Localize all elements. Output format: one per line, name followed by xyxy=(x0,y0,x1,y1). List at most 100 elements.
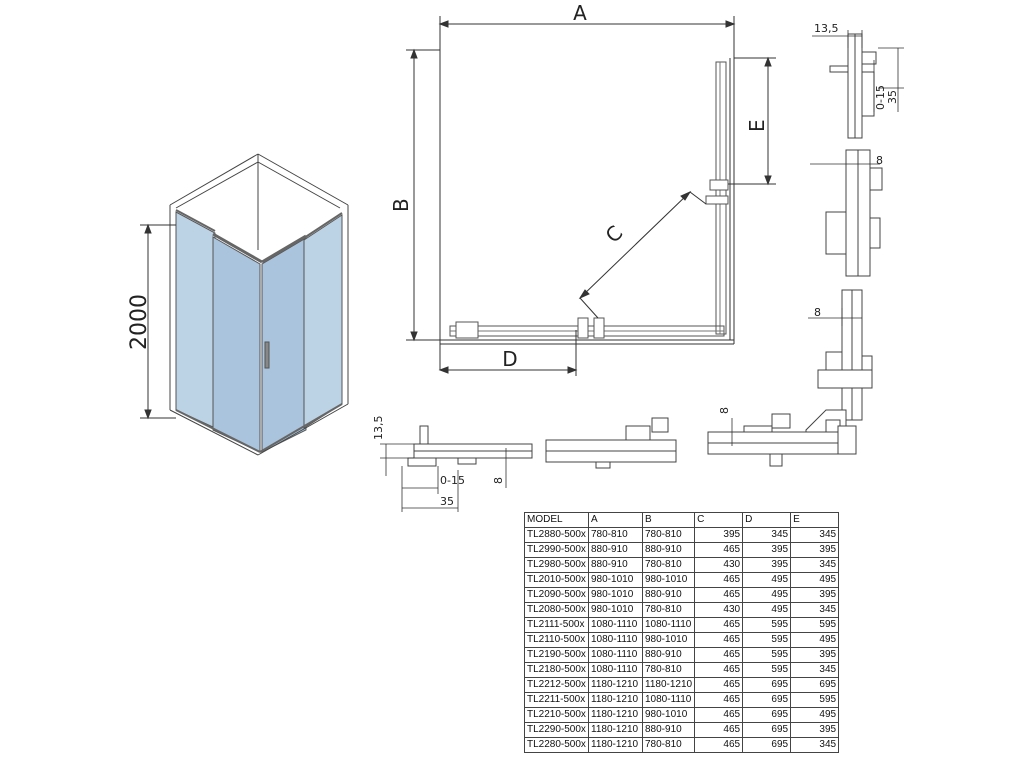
cell-c: 430 xyxy=(694,557,744,573)
cell-b: 780-810 xyxy=(641,602,696,618)
cell-b: 980-1010 xyxy=(641,632,696,648)
cell-e: 345 xyxy=(790,662,840,678)
left-glass-panel xyxy=(175,211,216,429)
cell-c: 465 xyxy=(694,587,744,603)
cell-e: 395 xyxy=(790,587,840,603)
cell-a: 880-910 xyxy=(588,557,643,573)
right-profile-depth-label: 35 xyxy=(886,90,899,104)
cell-b: 980-1010 xyxy=(641,707,696,723)
cell-a: 1080-1110 xyxy=(588,632,643,648)
header-b: B xyxy=(641,512,696,528)
cell-model: TL2180-500x xyxy=(524,662,589,678)
cell-b: 880-910 xyxy=(641,722,696,738)
plan-view xyxy=(439,50,735,370)
cell-b: 880-910 xyxy=(641,587,696,603)
cell-model: TL2090-500x xyxy=(524,587,589,603)
cell-model: TL2210-500x xyxy=(524,707,589,723)
cell-a: 1080-1110 xyxy=(588,617,643,633)
cell-b: 1080-1110 xyxy=(641,617,696,633)
height-label: 2000 xyxy=(127,294,152,350)
cell-b: 880-910 xyxy=(641,542,696,558)
cell-d: 595 xyxy=(742,647,792,663)
cell-d: 695 xyxy=(742,692,792,708)
bottom-profile-depth-label: 35 xyxy=(440,495,454,508)
cell-c: 465 xyxy=(694,722,744,738)
bottom-profile-height-label: 13,5 xyxy=(372,416,385,441)
corner-profile-8-label: 8 xyxy=(814,306,821,319)
bottom-profile-dimensions xyxy=(380,418,733,512)
cell-model: TL2190-500x xyxy=(524,647,589,663)
cell-model: TL2111-500x xyxy=(524,617,589,633)
cell-a: 1080-1110 xyxy=(588,662,643,678)
header-a: A xyxy=(588,512,643,528)
right-profile-width-label: 13,5 xyxy=(814,22,839,35)
right-profile-8-label: 8 xyxy=(876,154,883,167)
cell-d: 595 xyxy=(742,632,792,648)
table-header-row: MODEL A B C D E xyxy=(524,512,840,528)
cell-b: 880-910 xyxy=(641,647,696,663)
cell-d: 695 xyxy=(742,707,792,723)
cell-c: 465 xyxy=(694,572,744,588)
cell-b: 980-1010 xyxy=(641,572,696,588)
cell-e: 495 xyxy=(790,632,840,648)
cell-d: 395 xyxy=(742,557,792,573)
cell-e: 345 xyxy=(790,527,840,543)
cell-d: 395 xyxy=(742,542,792,558)
right-profile-detail xyxy=(817,33,883,421)
right-glass-panel xyxy=(303,214,343,429)
cell-e: 395 xyxy=(790,722,840,738)
cell-e: 345 xyxy=(790,602,840,618)
header-model: MODEL xyxy=(524,512,589,528)
cell-a: 1180-1210 xyxy=(588,737,643,753)
cell-a: 1180-1210 xyxy=(588,692,643,708)
cell-c: 465 xyxy=(694,692,744,708)
cell-e: 345 xyxy=(790,737,840,753)
right-profile-adjust-label: 0-15 xyxy=(874,85,887,110)
header-e: E xyxy=(790,512,840,528)
cell-d: 695 xyxy=(742,737,792,753)
right-profile-dimensions xyxy=(808,30,904,326)
cell-c: 465 xyxy=(694,677,744,693)
cell-model: TL2990-500x xyxy=(524,542,589,558)
dimension-a xyxy=(438,16,736,58)
cell-model: TL2010-500x xyxy=(524,572,589,588)
cell-c: 465 xyxy=(694,707,744,723)
cell-d: 695 xyxy=(742,677,792,693)
header-d: D xyxy=(742,512,792,528)
cell-c: 465 xyxy=(694,647,744,663)
cell-a: 1180-1210 xyxy=(588,707,643,723)
cell-b: 780-810 xyxy=(641,662,696,678)
cell-b: 780-810 xyxy=(641,557,696,573)
cell-e: 595 xyxy=(790,692,840,708)
cell-model: TL2290-500x xyxy=(524,722,589,738)
right-sliding-door xyxy=(261,237,307,453)
cell-e: 395 xyxy=(790,647,840,663)
cell-a: 980-1010 xyxy=(588,602,643,618)
cell-c: 430 xyxy=(694,602,744,618)
dimension-e-label: E xyxy=(745,119,769,132)
dimension-b-label: B xyxy=(389,198,413,212)
cell-a: 1080-1110 xyxy=(588,647,643,663)
cell-model: TL2110-500x xyxy=(524,632,589,648)
dimension-e xyxy=(728,56,776,186)
cell-a: 780-810 xyxy=(588,527,643,543)
header-c: C xyxy=(694,512,744,528)
cell-e: 495 xyxy=(790,572,840,588)
enclosure-3d-view xyxy=(169,153,349,456)
cell-d: 595 xyxy=(742,662,792,678)
cell-a: 980-1010 xyxy=(588,572,643,588)
cell-c: 395 xyxy=(694,527,744,543)
left-sliding-door xyxy=(212,236,261,453)
dimension-d xyxy=(438,330,578,376)
cell-c: 465 xyxy=(694,662,744,678)
